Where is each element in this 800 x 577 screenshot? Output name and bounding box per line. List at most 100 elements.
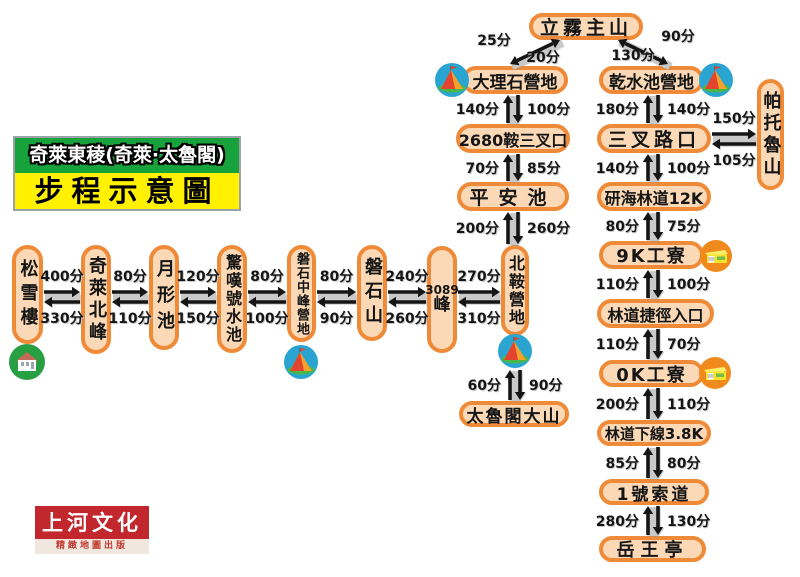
edge-qilainorth-to-moonpond: 80分 110分 bbox=[108, 269, 151, 327]
peak-3089-number: 3089 bbox=[425, 283, 459, 298]
node-panshi-middle-peak-campsite: 磐石中峰營地 bbox=[287, 245, 316, 342]
time-label: 80分 bbox=[113, 269, 147, 285]
node-pingan-pond: 平安池 bbox=[457, 182, 569, 211]
time-label: 25分 bbox=[477, 33, 511, 49]
time-label: 80分 bbox=[250, 269, 284, 285]
hut-icon bbox=[700, 240, 732, 272]
edge-0khut-to-lower38k: 200分 110分 bbox=[596, 387, 710, 420]
time-label: 90分 bbox=[529, 378, 563, 394]
edge-yanhai12k-to-9khut: 80分 75分 bbox=[606, 211, 700, 241]
time-label: 140分 bbox=[595, 160, 639, 177]
time-label: 110分 bbox=[108, 311, 152, 327]
node-songxue-lodge: 松雪樓 bbox=[12, 245, 43, 344]
time-label: 90分 bbox=[319, 311, 354, 327]
node-dry-pond-campsite: 乾水池營地 bbox=[599, 66, 704, 94]
node-yanhai-road-12k: 研海林道12K bbox=[597, 182, 711, 211]
node-moon-pond: 月形池 bbox=[149, 245, 179, 350]
hut-icon bbox=[699, 357, 731, 389]
time-label: 330分 bbox=[40, 311, 84, 327]
edge-9khut-to-shortcut: 110分 100分 bbox=[596, 269, 710, 299]
time-label: 100分 bbox=[667, 277, 711, 293]
time-label: 105分 bbox=[712, 153, 756, 169]
peak-3089-char: 峰 bbox=[433, 294, 451, 315]
time-label: 75分 bbox=[667, 219, 701, 235]
tent-icon bbox=[284, 345, 318, 379]
time-label: 100分 bbox=[245, 311, 289, 327]
node-lower-road-3-8k: 林道下線3.8K bbox=[597, 420, 711, 446]
edge-2680saddle-to-pingan: 70分 85分 bbox=[466, 153, 560, 182]
map-title-box: 奇萊東稜(奇萊·太魯閣) 步程示意圖 bbox=[13, 136, 241, 211]
node-yuewang-pavilion: 岳王亭 bbox=[599, 536, 706, 562]
edge-shortcut-to-0khut: 110分 70分 bbox=[596, 328, 700, 360]
node-9k-work-hut: 9K工寮 bbox=[599, 241, 704, 269]
time-label: 260分 bbox=[527, 221, 571, 237]
time-label: 70分 bbox=[667, 337, 701, 353]
time-label: 80分 bbox=[319, 269, 354, 285]
time-label: 280分 bbox=[595, 513, 639, 530]
edge-liwu-to-marble bbox=[506, 37, 564, 70]
node-liwu-main-peak: 立霧主山 bbox=[529, 13, 643, 40]
time-label: 200分 bbox=[595, 396, 639, 413]
time-label: 20分 bbox=[526, 50, 560, 66]
time-label: 310分 bbox=[457, 311, 501, 327]
node-panshi-mountain: 磐石山 bbox=[357, 245, 387, 341]
node-cableway-1: 1號索道 bbox=[599, 479, 709, 505]
node-patoulu-mountain: 帕托魯山 bbox=[757, 79, 784, 190]
edge-moonpond-to-exclamation: 120分 150分 bbox=[176, 269, 219, 327]
edge-marble-to-2680saddle: 140分 100分 bbox=[456, 94, 570, 124]
node-north-saddle-campsite: 北鞍營地 bbox=[501, 245, 529, 336]
node-qilai-north-peak: 奇萊北峰 bbox=[81, 245, 111, 354]
time-label: 140分 bbox=[455, 102, 499, 118]
time-label: 100分 bbox=[667, 160, 711, 177]
time-label: 60分 bbox=[467, 378, 501, 394]
time-label: 140分 bbox=[667, 102, 711, 118]
node-forest-road-shortcut-entrance: 林道捷徑入口 bbox=[597, 299, 714, 328]
publisher-name: 上河文化 bbox=[35, 506, 149, 539]
tent-icon bbox=[699, 63, 733, 97]
house-icon bbox=[9, 344, 45, 380]
edge-3089-to-north-saddle: 270分 310分 bbox=[457, 269, 501, 327]
edge-exclamation-to-panzhong: 80分 100分 bbox=[245, 269, 288, 327]
time-label: 90分 bbox=[661, 29, 695, 45]
map-title-line2: 步程示意圖 bbox=[15, 173, 239, 209]
time-label: 80分 bbox=[605, 219, 639, 235]
node-0k-work-hut: 0K工寮 bbox=[599, 360, 704, 387]
time-label: 120分 bbox=[176, 269, 220, 285]
map-title-line1: 奇萊東稜(奇萊·太魯閣) bbox=[15, 138, 239, 173]
time-label: 85分 bbox=[527, 160, 561, 177]
tent-icon bbox=[435, 63, 469, 97]
node-three-fork-junction: 三叉路口 bbox=[597, 124, 711, 153]
publisher-logo: 上河文化 精緻地圖出版 bbox=[35, 506, 149, 554]
time-label: 400分 bbox=[40, 269, 84, 285]
time-label: 260分 bbox=[385, 311, 429, 327]
time-label: 80分 bbox=[667, 455, 701, 472]
time-label: 110分 bbox=[595, 337, 639, 353]
time-label: 150分 bbox=[712, 111, 756, 127]
time-label: 200分 bbox=[455, 221, 499, 237]
node-marble-campsite: 大理石營地 bbox=[462, 66, 568, 94]
time-label: 240分 bbox=[385, 269, 429, 285]
node-taroko-main-mountain: 太魯閣大山 bbox=[459, 401, 569, 427]
edge-liwu-to-drypond bbox=[614, 37, 672, 70]
node-peak-3089: 3089 峰 bbox=[425, 246, 459, 353]
edge-panzhong-to-panshishan: 80分 90分 bbox=[316, 269, 357, 327]
time-label: 270分 bbox=[457, 269, 501, 285]
time-label: 110分 bbox=[595, 277, 639, 293]
edge-songxue-to-qilainorth: 400分 330分 bbox=[40, 269, 83, 327]
time-label: 150分 bbox=[176, 311, 220, 327]
edge-threefork-to-patoulu: 150分 105分 bbox=[711, 111, 757, 169]
tent-icon bbox=[498, 334, 532, 368]
node-exclamation-pond: 驚嘆號水池 bbox=[217, 245, 247, 353]
edge-threefork-to-yanhai12k: 140分 100分 bbox=[596, 153, 710, 182]
edge-north-saddle-to-taroko: 60分 90分 bbox=[468, 369, 562, 401]
time-label: 70分 bbox=[465, 160, 499, 177]
publisher-tagline: 精緻地圖出版 bbox=[35, 539, 149, 554]
time-label: 100分 bbox=[527, 102, 571, 118]
node-2680-saddle-junction: 2680鞍三叉口 bbox=[456, 124, 570, 153]
time-label: 110分 bbox=[667, 396, 711, 413]
time-label: 130分 bbox=[611, 48, 655, 64]
